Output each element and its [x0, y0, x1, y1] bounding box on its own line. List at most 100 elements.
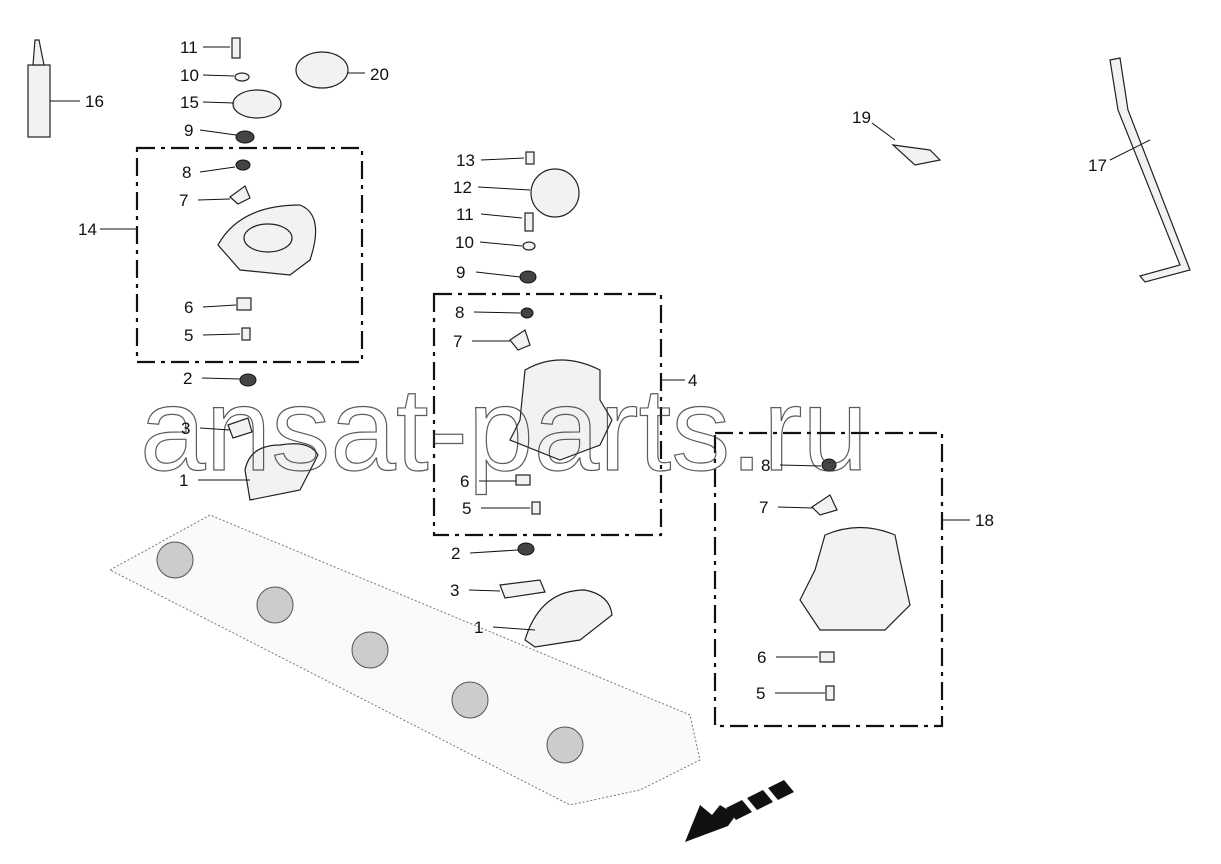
cutter-discs — [156, 541, 584, 764]
watermark: ansat-parts.ru — [140, 364, 868, 496]
callout-label: 7 — [759, 498, 768, 517]
callout-label: 7 — [179, 191, 188, 210]
leader-line — [492, 626, 536, 631]
plate-part — [509, 329, 531, 351]
callout-label: 1 — [474, 618, 483, 637]
callouts: 1110159201614876523113121110948765231188… — [50, 38, 1151, 703]
leader-line — [1109, 139, 1151, 161]
callout-label: 7 — [453, 332, 462, 351]
callout-label: 20 — [370, 65, 389, 84]
leader-line — [477, 186, 531, 191]
callout-label: 8 — [761, 456, 770, 475]
washer-part — [522, 241, 536, 251]
leader-line — [199, 427, 231, 431]
plate-part — [236, 297, 252, 311]
callout-label: 16 — [85, 92, 104, 111]
leader-line — [199, 166, 236, 173]
bolt-part — [531, 501, 541, 515]
bolt-part — [239, 373, 257, 387]
screw-part — [525, 151, 535, 165]
leader-line — [480, 213, 523, 219]
blade-part — [499, 579, 546, 599]
leader-line — [469, 549, 519, 554]
callout-label: 9 — [184, 121, 193, 140]
assembly-box-14 — [135, 146, 364, 364]
callout-label: 4 — [688, 371, 697, 390]
nut-part — [519, 270, 537, 284]
holder-part — [244, 443, 319, 501]
callout-label: 5 — [756, 684, 765, 703]
leader-line — [202, 333, 241, 336]
callout-label: 14 — [78, 220, 97, 239]
leader-line — [779, 464, 822, 467]
cover-part — [295, 51, 349, 89]
callout-label: 12 — [453, 178, 472, 197]
leader-line — [479, 241, 523, 247]
callout-label: 6 — [757, 648, 766, 667]
callout-label: 8 — [182, 163, 191, 182]
callout-label: 8 — [455, 303, 464, 322]
leader-line — [201, 377, 241, 380]
callout-label: 2 — [183, 369, 192, 388]
leader-line — [777, 506, 814, 509]
nut-part — [520, 307, 534, 319]
nut-part — [235, 159, 251, 171]
bolt-part — [231, 37, 241, 59]
assembly-box-18 — [713, 431, 944, 728]
callout-label: 2 — [451, 544, 460, 563]
callout-label: 5 — [462, 499, 471, 518]
callout-label: 6 — [184, 298, 193, 317]
disc-hub — [243, 223, 293, 253]
leader-line — [199, 129, 237, 136]
callout-label: 15 — [180, 93, 199, 112]
grease-tube-nozzle — [32, 39, 45, 66]
housing-part — [799, 526, 911, 631]
plate-part — [811, 494, 838, 516]
part-shapes — [27, 37, 1191, 842]
holder-part — [524, 589, 613, 648]
callout-label: 11 — [456, 205, 474, 224]
plate-part — [229, 185, 251, 205]
callout-label: 19 — [852, 108, 871, 127]
leader-line — [468, 589, 501, 592]
leader-line — [197, 198, 231, 201]
rod-part — [1109, 57, 1191, 283]
callout-label: 3 — [181, 419, 190, 438]
callout-label: 6 — [460, 472, 469, 491]
callout-label: 5 — [184, 326, 193, 345]
blade-part — [227, 417, 253, 439]
leader-line — [202, 101, 235, 104]
nut-part — [235, 130, 255, 144]
cutter-bar-part — [108, 514, 701, 806]
callout-label: 3 — [450, 581, 459, 600]
plate-part — [819, 651, 835, 663]
leader-line — [480, 157, 525, 161]
leader-line — [871, 122, 896, 141]
callout-label: 11 — [180, 38, 198, 57]
cap-part — [232, 89, 282, 119]
grease-tube-part — [27, 64, 51, 138]
leader-line — [473, 311, 521, 314]
bracket-part — [891, 144, 942, 166]
leader-line — [475, 271, 521, 278]
callout-label: 13 — [456, 151, 475, 170]
callout-label: 1 — [179, 471, 188, 490]
bolt-part — [241, 327, 251, 341]
washer-part — [234, 72, 250, 82]
leader-line — [202, 304, 237, 308]
plate-part — [515, 474, 531, 486]
bolt-part — [524, 212, 534, 232]
nut-part — [821, 458, 837, 472]
callout-label: 18 — [975, 511, 994, 530]
direction-arrow-icon — [685, 780, 794, 842]
callout-label: 17 — [1088, 156, 1107, 175]
callout-label: 10 — [180, 66, 199, 85]
callout-label: 10 — [455, 233, 474, 252]
callout-label: 9 — [456, 263, 465, 282]
gasket-part — [530, 168, 580, 218]
assembly-box-4 — [432, 292, 663, 537]
leader-line — [202, 74, 235, 77]
bolt-part — [825, 685, 835, 701]
bolt-part — [517, 542, 535, 556]
